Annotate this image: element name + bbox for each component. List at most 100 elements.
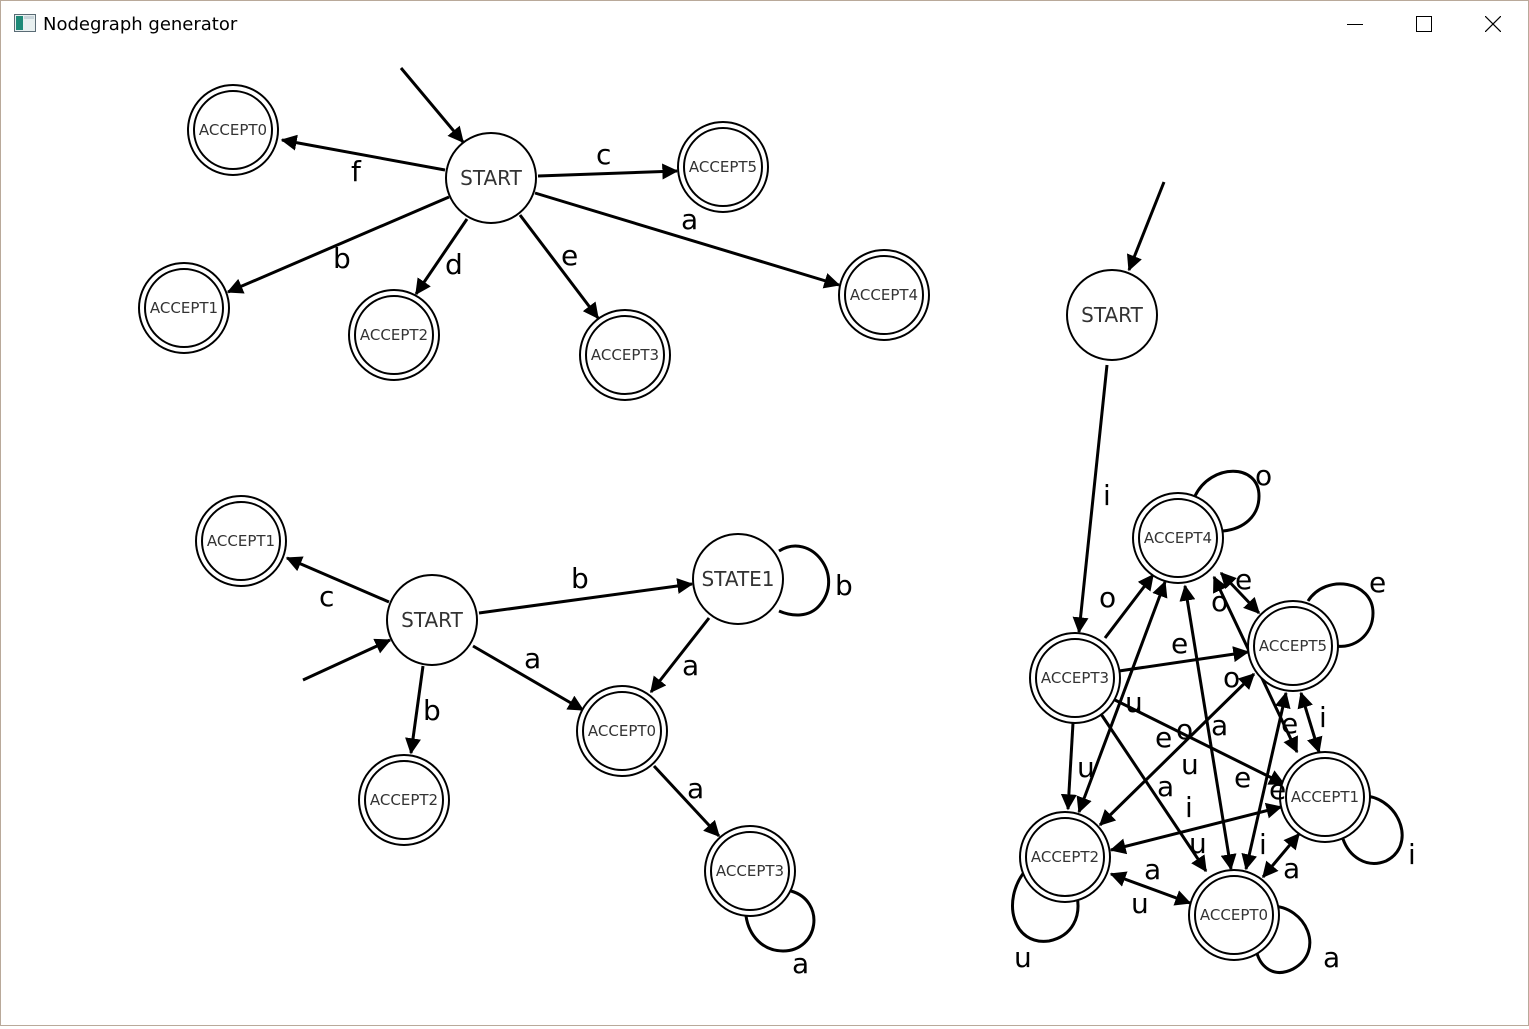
g3-edge-accept1-accept2 <box>1109 802 1283 855</box>
g3-label-u5: u <box>1131 887 1149 920</box>
g1-node-accept0-label: ACCEPT0 <box>199 121 267 139</box>
app-icon <box>14 14 36 32</box>
g3-node-accept1-label: ACCEPT1 <box>1291 788 1359 806</box>
g3-label-a3: a <box>1144 853 1161 886</box>
g2-edge-start-accept2 <box>405 665 425 755</box>
g3-node-accept0[interactable]: ACCEPT0 <box>1188 869 1280 961</box>
g3-label-o2: o <box>1211 585 1228 618</box>
g3-node-accept0-label: ACCEPT0 <box>1200 906 1268 924</box>
g3-label-a1: a <box>1211 709 1228 742</box>
g3-label-i3: i <box>1259 828 1267 861</box>
g2-label-b-accept2: b <box>423 694 441 727</box>
maximize-button[interactable] <box>1390 1 1458 47</box>
g1-node-accept1[interactable]: ACCEPT1 <box>138 262 230 354</box>
graph-2-nodes: START STATE1 ACCEPT1 ACCEPT0 <box>195 495 796 917</box>
g1-edge-start-accept4 <box>534 191 841 289</box>
g3-node-accept2[interactable]: ACCEPT2 <box>1019 811 1111 903</box>
g1-edge-start-accept3 <box>518 214 600 320</box>
g1-label-c: c <box>596 138 611 171</box>
g1-label-a: a <box>681 203 698 236</box>
minimize-icon <box>1347 24 1363 25</box>
close-button[interactable] <box>1459 1 1527 47</box>
g2-edge-start-state1 <box>478 578 694 615</box>
g3-node-accept4[interactable]: ACCEPT4 <box>1132 492 1224 584</box>
g1-edge-start-accept0 <box>280 134 446 172</box>
g1-node-accept2[interactable]: ACCEPT2 <box>348 289 440 381</box>
g3-node-accept3[interactable]: ACCEPT3 <box>1029 632 1121 724</box>
g3-label-o3: o <box>1223 661 1240 694</box>
g3-loop-accept0 <box>1254 904 1312 974</box>
g2-node-accept0-label: ACCEPT0 <box>588 722 656 740</box>
g2-node-start[interactable]: START <box>386 574 478 666</box>
g3-edge-accept5-accept1 <box>1297 691 1323 754</box>
g3-label-i-start: i <box>1103 479 1111 512</box>
g3-loop-accept4 <box>1193 469 1261 533</box>
g1-edge-start-accept5 <box>537 163 679 180</box>
g2-node-accept1[interactable]: ACCEPT1 <box>195 495 287 587</box>
g3-label-e2: e <box>1171 627 1188 660</box>
graph-2-edge-labels: c b b a a b a a <box>319 562 853 980</box>
g3-label-e3: e <box>1281 707 1298 740</box>
g2-label-a-start: a <box>524 642 541 675</box>
g2-label-b-top: b <box>571 562 589 595</box>
maximize-icon <box>1416 16 1432 32</box>
g3-label-o4: o <box>1176 713 1193 746</box>
g3-node-start[interactable]: START <box>1066 269 1158 361</box>
minimize-button[interactable] <box>1321 1 1389 47</box>
g3-label-e6: e <box>1269 773 1286 806</box>
g1-node-accept0[interactable]: ACCEPT0 <box>187 84 279 176</box>
title-bar[interactable]: Nodegraph generator <box>1 1 1528 47</box>
g2-node-accept2[interactable]: ACCEPT2 <box>358 754 450 846</box>
graph-3-edge-labels: i o e i u a o e e o o e i u e o a u u a <box>1014 459 1416 974</box>
g2-loop-accept3 <box>744 889 816 953</box>
g2-node-accept2-label: ACCEPT2 <box>370 791 438 809</box>
graph-1 <box>226 67 841 320</box>
g3-label-e-loop: e <box>1369 566 1386 599</box>
g3-label-u1: u <box>1125 686 1143 719</box>
g3-node-start-label: START <box>1081 303 1143 327</box>
g3-edge-accept2-accept0 <box>1109 871 1192 906</box>
g2-edge-start-accept1 <box>285 556 390 604</box>
graph-svg: START ACCEPT0 ACCEPT5 ACCEPT1 <box>138 67 1416 980</box>
g1-node-accept5[interactable]: ACCEPT5 <box>677 121 769 213</box>
g2-node-accept0[interactable]: ACCEPT0 <box>576 685 668 777</box>
g3-label-i1: i <box>1319 701 1327 734</box>
g2-label-a-state1: a <box>682 649 699 682</box>
g3-edge-accept1-accept0 <box>1261 832 1301 879</box>
g2-node-state1[interactable]: STATE1 <box>692 533 784 625</box>
g1-edge-start-accept1 <box>226 195 450 294</box>
g3-node-accept5-label: ACCEPT5 <box>1259 637 1327 655</box>
g3-label-u-loop: u <box>1014 941 1032 974</box>
g1-node-accept5-label: ACCEPT5 <box>689 158 757 176</box>
g1-node-accept4[interactable]: ACCEPT4 <box>838 249 930 341</box>
g3-label-a-loop: a <box>1323 941 1340 974</box>
g1-node-accept3-label: ACCEPT3 <box>591 346 659 364</box>
g1-label-d: d <box>445 248 463 281</box>
graph-1-nodes: START ACCEPT0 ACCEPT5 ACCEPT1 <box>138 84 930 401</box>
g2-label-a-accept3: a <box>687 772 704 805</box>
g2-label-a-loop: a <box>792 947 809 980</box>
g3-label-a2: a <box>1157 770 1174 803</box>
g2-node-accept3[interactable]: ACCEPT3 <box>704 825 796 917</box>
g2-edge-accept0-accept3 <box>652 764 721 838</box>
g1-label-f: f <box>351 155 362 188</box>
g1-node-accept3[interactable]: ACCEPT3 <box>579 309 671 401</box>
graph-canvas: START ACCEPT0 ACCEPT5 ACCEPT1 <box>1 47 1528 1025</box>
g3-node-accept5[interactable]: ACCEPT5 <box>1247 600 1339 692</box>
g3-loop-accept5 <box>1306 582 1375 648</box>
g2-label-b-loop: b <box>835 569 853 602</box>
graph-1-edge-labels: f c a b d e <box>333 138 698 281</box>
g1-node-accept2-label: ACCEPT2 <box>360 326 428 344</box>
g1-label-b: b <box>333 242 351 275</box>
g1-initial-arrow <box>399 67 465 144</box>
g2-edge-state1-accept0 <box>649 617 711 694</box>
g1-node-accept1-label: ACCEPT1 <box>150 299 218 317</box>
g1-node-start[interactable]: START <box>445 132 537 224</box>
g3-loop-accept2 <box>1011 870 1080 943</box>
g2-label-c: c <box>319 580 334 613</box>
g3-label-i2: i <box>1185 791 1193 824</box>
g3-node-accept1[interactable]: ACCEPT1 <box>1279 751 1371 843</box>
g3-node-accept2-label: ACCEPT2 <box>1031 848 1099 866</box>
g3-label-e1: e <box>1235 563 1252 596</box>
